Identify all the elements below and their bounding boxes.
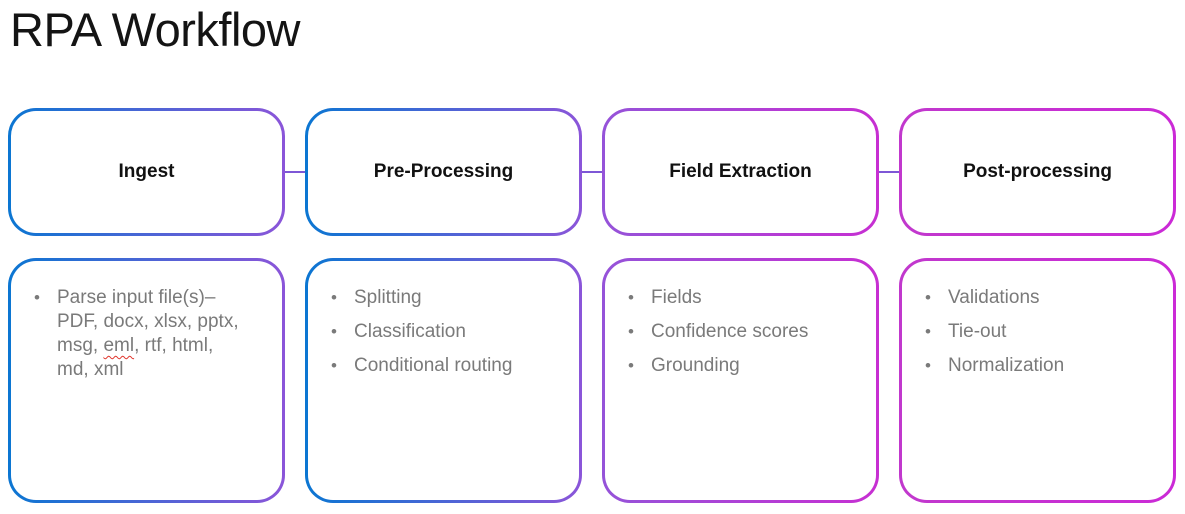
connector-line xyxy=(879,171,899,173)
bullet-marker: • xyxy=(628,322,634,341)
stage-header-box: Post-processing xyxy=(899,108,1176,236)
stage-detail-box: • Splitting • Classification • Conditional ro… xyxy=(305,258,582,503)
stage-detail-box: • Parse input file(s)– PDF, docx, xlsx, p… xyxy=(8,258,285,503)
bullet-item: • Classification xyxy=(318,320,567,344)
bullet-item: • Normalization xyxy=(912,354,1161,378)
bullet-text: Conditional routing xyxy=(354,355,513,376)
stage-label: Ingest xyxy=(118,161,175,182)
page-title: RPA Workflow xyxy=(10,3,301,56)
stage-detail-box: • Fields • Confidence scores • Grounding xyxy=(602,258,879,503)
bullet-marker: • xyxy=(331,322,337,341)
stage-label: Post-processing xyxy=(963,161,1112,182)
bullet-marker: • xyxy=(331,288,337,307)
bullet-item: • Confidence scores xyxy=(615,320,864,344)
stage-detail-inner: • Splitting • Classification • Conditional ro… xyxy=(308,261,579,500)
stage-header-inner: Ingest xyxy=(11,111,282,233)
stage-header-inner: Pre-Processing xyxy=(308,111,579,233)
bullet-list: • Validations • Tie-out • Normalization xyxy=(912,286,1161,378)
stage-column-ingest: Ingest • Parse input file(s)– PDF, docx, … xyxy=(8,108,285,503)
bullet-marker: • xyxy=(925,322,931,341)
connector-line xyxy=(582,171,602,173)
bullet-item: • Fields xyxy=(615,286,864,310)
bullet-item: • Grounding xyxy=(615,354,864,378)
workflow-diagram: Ingest • Parse input file(s)– PDF, docx, … xyxy=(8,108,1176,503)
bullet-text: Grounding xyxy=(651,355,740,376)
stage-header-inner: Post-processing xyxy=(902,111,1173,233)
bullet-text: Parse input file(s)– PDF, docx, xlsx, pp… xyxy=(57,287,239,380)
bullet-item: • Splitting xyxy=(318,286,567,310)
stage-label: Field Extraction xyxy=(669,161,812,182)
stage-detail-inner: • Fields • Confidence scores • Grounding xyxy=(605,261,876,500)
bullet-text: Classification xyxy=(354,321,466,342)
bullet-list: • Parse input file(s)– PDF, docx, xlsx, p… xyxy=(21,286,270,382)
bullet-item: • Validations xyxy=(912,286,1161,310)
bullet-text: Tie-out xyxy=(948,321,1007,342)
stage-header-inner: Field Extraction xyxy=(605,111,876,233)
bullet-item: • Tie-out xyxy=(912,320,1161,344)
bullet-marker: • xyxy=(925,288,931,307)
stage-label: Pre-Processing xyxy=(373,161,514,182)
stage-column-post-processing: Post-processing • Validations • Tie-out • Nor… xyxy=(879,108,1176,503)
stage-header-box: Ingest xyxy=(8,108,285,236)
bullet-list: • Fields • Confidence scores • Grounding xyxy=(615,286,864,378)
bullet-marker: • xyxy=(628,288,634,307)
bullet-text: Splitting xyxy=(354,287,422,308)
stage-column-pre-processing: Pre-Processing • Splitting • Classification… xyxy=(285,108,582,503)
stage-header-box: Field Extraction xyxy=(602,108,879,236)
bullet-marker: • xyxy=(925,356,931,375)
bullet-marker: • xyxy=(34,288,40,307)
misspelled-word: eml xyxy=(103,335,135,356)
bullet-marker: • xyxy=(331,356,337,375)
bullet-text: Fields xyxy=(651,287,702,308)
bullet-marker: • xyxy=(628,356,634,375)
bullet-text: Confidence scores xyxy=(651,321,809,342)
stage-detail-box: • Validations • Tie-out • Normalization xyxy=(899,258,1176,503)
stage-header-box: Pre-Processing xyxy=(305,108,582,236)
connector-line xyxy=(285,171,305,173)
bullet-list: • Splitting • Classification • Conditional ro… xyxy=(318,286,567,378)
bullet-item: • Parse input file(s)– PDF, docx, xlsx, p… xyxy=(21,286,270,382)
stage-detail-inner: • Parse input file(s)– PDF, docx, xlsx, p… xyxy=(11,261,282,500)
bullet-text: Normalization xyxy=(948,355,1065,376)
bullet-text: Validations xyxy=(948,287,1040,308)
stage-column-field-extraction: Field Extraction • Fields • Confidence scor… xyxy=(582,108,879,503)
stage-detail-inner: • Validations • Tie-out • Normalization xyxy=(902,261,1173,500)
bullet-item: • Conditional routing xyxy=(318,354,567,378)
